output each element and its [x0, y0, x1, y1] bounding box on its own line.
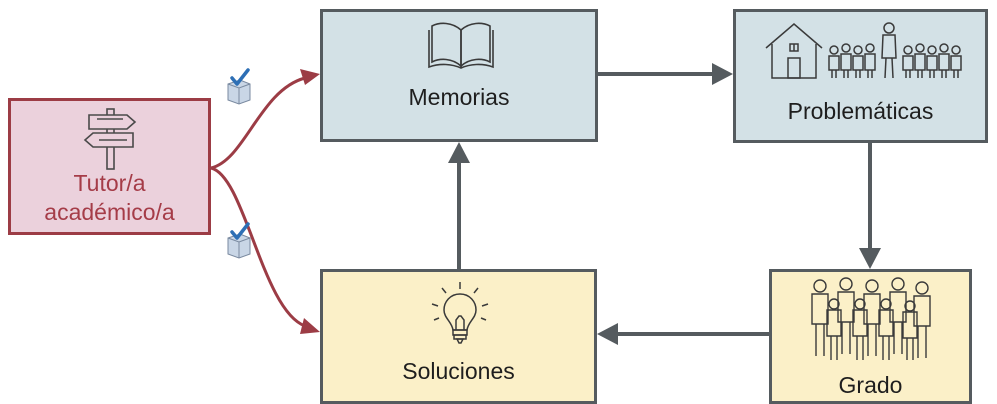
- node-grado[interactable]: Grado: [769, 269, 972, 404]
- ballot-box-check-icon: [227, 68, 251, 105]
- edge-soluciones-memorias: [448, 142, 470, 269]
- tutor-label-line1: Tutor/a: [73, 170, 146, 196]
- soluciones-label: Soluciones: [402, 358, 515, 384]
- tutor-label-line2: académico/a: [44, 199, 175, 225]
- signpost-icon: [83, 108, 137, 170]
- node-problematicas[interactable]: Problemáticas: [733, 9, 988, 143]
- crowd-icon: [811, 277, 931, 360]
- memorias-label: Memorias: [408, 84, 510, 110]
- node-memorias[interactable]: Memorias: [320, 9, 598, 142]
- edge-problematicas-grado: [859, 143, 881, 269]
- edge-tutor-soluciones: [210, 166, 320, 334]
- edge-memorias-problematicas: [598, 63, 733, 85]
- node-soluciones[interactable]: Soluciones: [320, 269, 597, 404]
- ballot-box-check-icon: [227, 222, 251, 259]
- problematicas-label: Problemáticas: [787, 98, 934, 124]
- open-book-icon: [428, 22, 494, 69]
- lightbulb-icon: [431, 282, 489, 344]
- node-tutor[interactable]: Tutor/a académico/a: [8, 98, 211, 235]
- edge-tutor-memorias: [210, 69, 320, 170]
- house-with-people-icon: [765, 22, 962, 79]
- edge-grado-soluciones: [597, 323, 769, 345]
- grado-label: Grado: [838, 372, 903, 398]
